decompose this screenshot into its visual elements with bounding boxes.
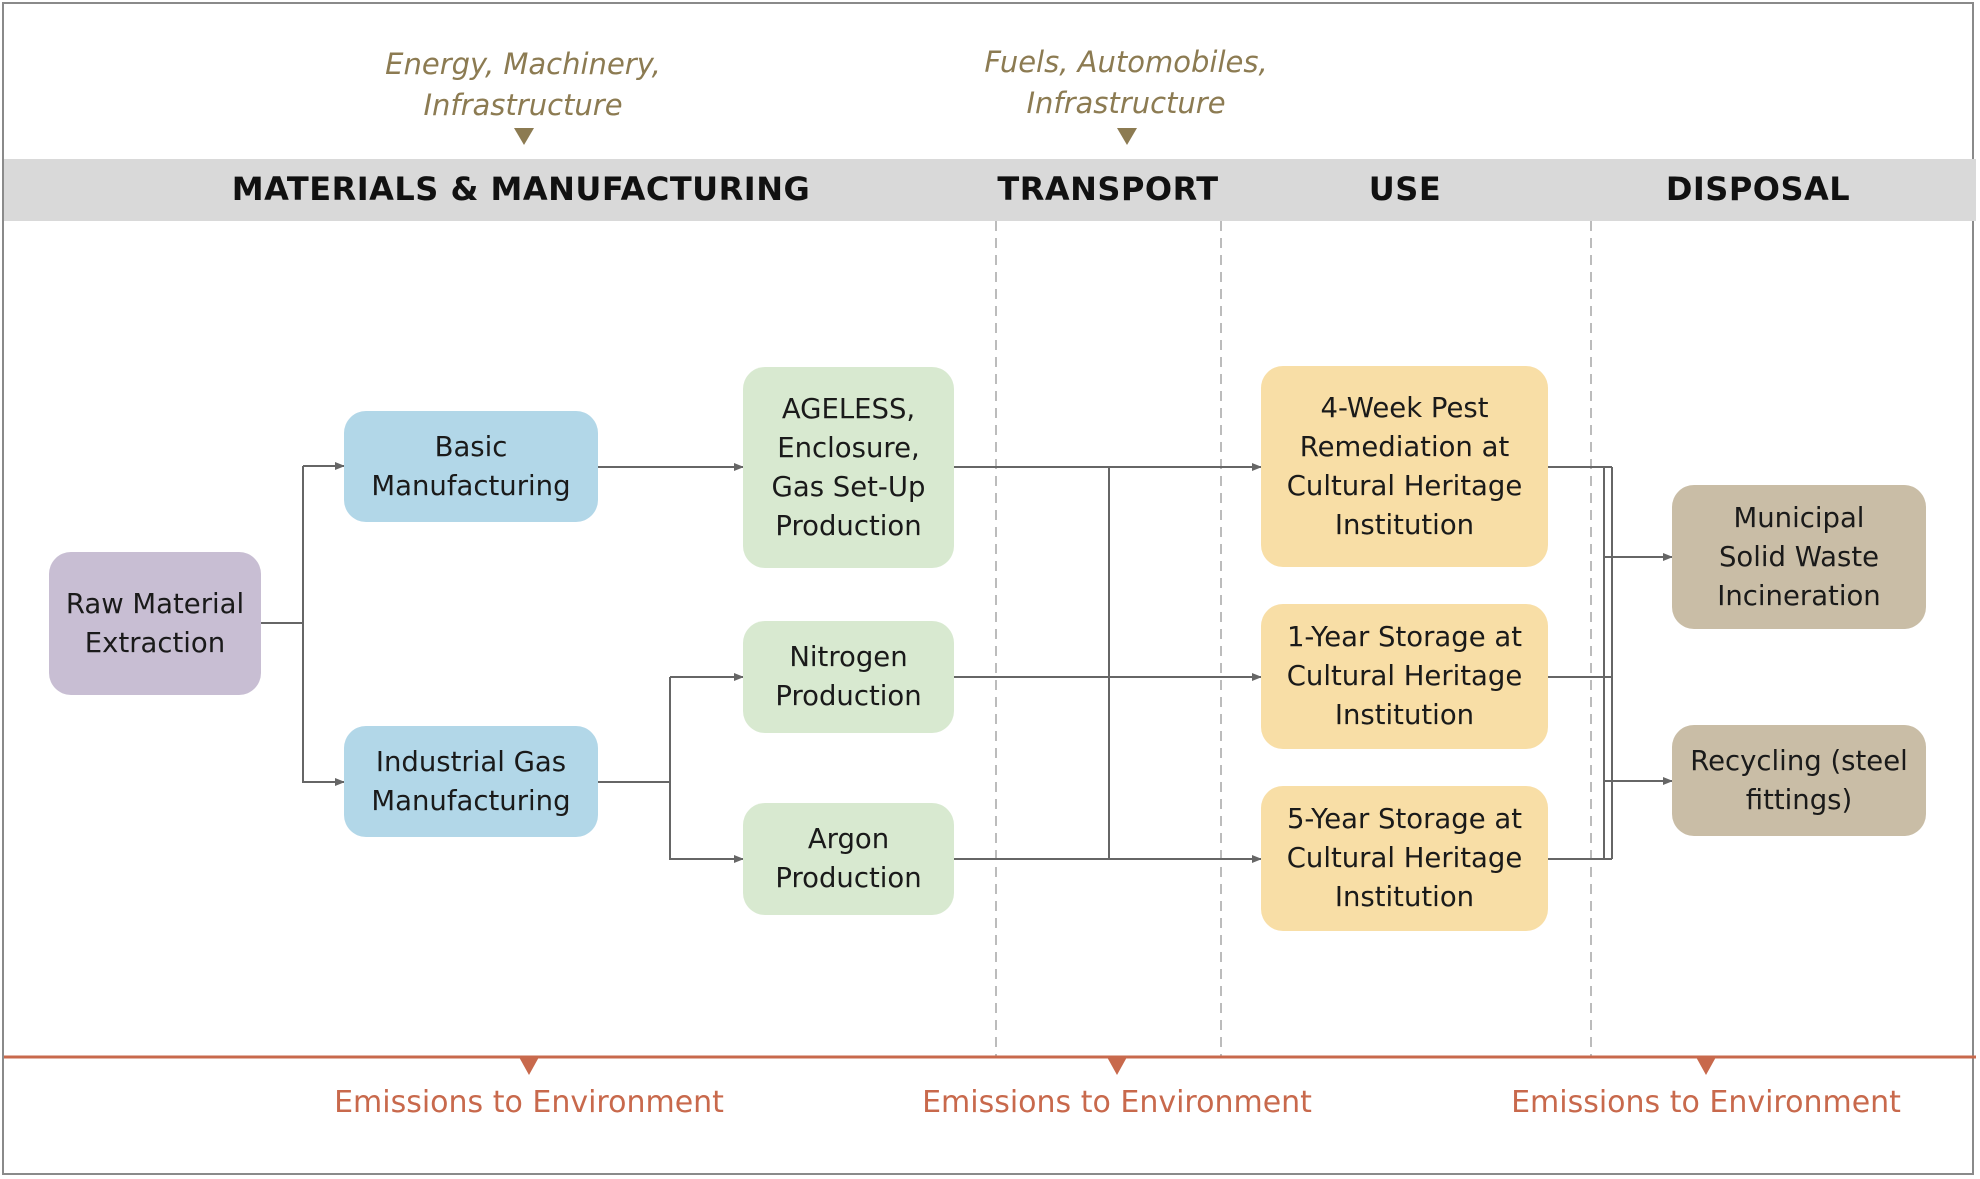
node-label-line: 5-Year Storage at	[1286, 803, 1523, 835]
emission-label-materials: Emissions to Environment	[334, 1085, 724, 1120]
node-label-line: Remediation at	[1299, 430, 1510, 463]
node-5-year-storage: 5-Year Storage at Cultural Heritage Inst…	[1261, 786, 1548, 931]
stage-transport: TRANSPORT	[997, 170, 1219, 208]
node-label-line: 4-Week Pest	[1320, 391, 1489, 424]
node-label-line: Recycling (steel	[1690, 744, 1908, 777]
input-label-materials: Energy, Machinery, Infrastructure	[385, 44, 661, 126]
emission-arrow	[1107, 1057, 1127, 1075]
input-label-line: Infrastructure	[423, 88, 623, 122]
node-label: Nitrogen Production	[775, 638, 921, 716]
node-pest-remediation: 4-Week Pest Remediation at Cultural Heri…	[1261, 366, 1548, 567]
emission-label-disposal: Emissions to Environment	[1511, 1085, 1901, 1120]
node-label-line: Manufacturing	[371, 784, 571, 817]
emission-arrow	[519, 1057, 539, 1075]
stage-disposal: DISPOSAL	[1665, 170, 1851, 208]
node-label-line: Cultural Heritage	[1286, 842, 1523, 874]
input-label-line: Fuels, Automobiles,	[984, 45, 1268, 79]
node-label-line: Institution	[1334, 508, 1475, 541]
node-label: Industrial Gas Manufacturing	[371, 743, 570, 821]
node-raw-material-extraction: Raw Material Extraction	[49, 552, 261, 695]
node-basic-manufacturing: Basic Manufacturing	[344, 411, 598, 522]
stage-materials-manufacturing: MATERIALS & MANUFACTURING	[231, 170, 811, 208]
node-label: 4-Week Pest Remediation at Cultural Heri…	[1287, 389, 1523, 545]
node-label-line: Basic	[434, 430, 508, 463]
node-label-line: Manufacturing	[371, 469, 571, 502]
node-label-line: Argon	[807, 823, 890, 855]
node-label-line: Institution	[1334, 881, 1475, 913]
node-label-line: Municipal	[1733, 501, 1865, 534]
node-label-line: fittings)	[1745, 783, 1853, 816]
node-municipal-incineration: Municipal Solid Waste Incineration	[1672, 485, 1926, 629]
node-label: AGELESS, Enclosure, Gas Set-Up Productio…	[772, 390, 926, 546]
node-ageless-production: AGELESS, Enclosure, Gas Set-Up Productio…	[743, 367, 954, 568]
node-label-line: Extraction	[84, 626, 226, 659]
node-label-line: Industrial Gas	[375, 745, 567, 778]
node-label-line: Incineration	[1717, 579, 1881, 612]
node-nitrogen-production: Nitrogen Production	[743, 621, 954, 733]
node-label-line: Institution	[1334, 699, 1475, 731]
stage-header-band	[4, 159, 1976, 221]
flow-industrial-split	[598, 677, 671, 783]
input-label-line: Infrastructure	[1026, 86, 1226, 120]
node-1-year-storage: 1-Year Storage at Cultural Heritage Inst…	[1261, 604, 1548, 749]
node-label-line: Enclosure,	[777, 431, 920, 464]
stage-dividers	[995, 221, 1592, 1057]
node-label-line: Production	[775, 680, 922, 712]
node-label-line: Production	[775, 862, 922, 894]
node-label-line: Cultural Heritage	[1286, 660, 1523, 692]
node-label: 5-Year Storage at Cultural Heritage Inst…	[1287, 800, 1523, 917]
node-label-line: 1-Year Storage at	[1286, 621, 1523, 653]
node-argon-production: Argon Production	[743, 803, 954, 915]
node-recycling: Recycling (steel fittings)	[1672, 725, 1926, 836]
node-label: Municipal Solid Waste Incineration	[1717, 499, 1880, 616]
emission-bar	[4, 1055, 1976, 1075]
input-label-transport: Fuels, Automobiles, Infrastructure	[984, 42, 1267, 124]
node-industrial-gas-manufacturing: Industrial Gas Manufacturing	[344, 726, 598, 837]
stage-use: USE	[1368, 170, 1442, 208]
node-label-line: Nitrogen	[789, 641, 908, 673]
emission-arrow	[1696, 1057, 1716, 1075]
flow-to-industrial	[302, 623, 345, 786]
node-label: Raw Material Extraction	[66, 585, 244, 663]
node-label-line: Production	[775, 509, 922, 542]
flow-to-argon	[669, 782, 744, 863]
input-arrows	[514, 128, 1137, 145]
node-label-line: Raw Material	[65, 587, 245, 620]
node-label-line: AGELESS,	[781, 392, 916, 425]
flow-raw-to-manufacturing	[261, 466, 304, 624]
node-label-line: Gas Set-Up	[771, 470, 926, 503]
node-label: Argon Production	[775, 820, 921, 898]
flow-arrows	[261, 462, 1673, 863]
node-label-line: Solid Waste	[1718, 540, 1880, 573]
node-label: 1-Year Storage at Cultural Heritage Inst…	[1287, 618, 1523, 735]
input-label-line: Energy, Machinery,	[385, 47, 661, 81]
input-arrow-transport	[1117, 128, 1137, 145]
input-arrow-materials	[514, 128, 534, 145]
emission-label-transport-use: Emissions to Environment	[922, 1085, 1312, 1120]
node-label-line: Cultural Heritage	[1286, 469, 1523, 502]
node-label: Recycling (steel fittings)	[1690, 742, 1908, 820]
node-label: Basic Manufacturing	[371, 428, 570, 506]
